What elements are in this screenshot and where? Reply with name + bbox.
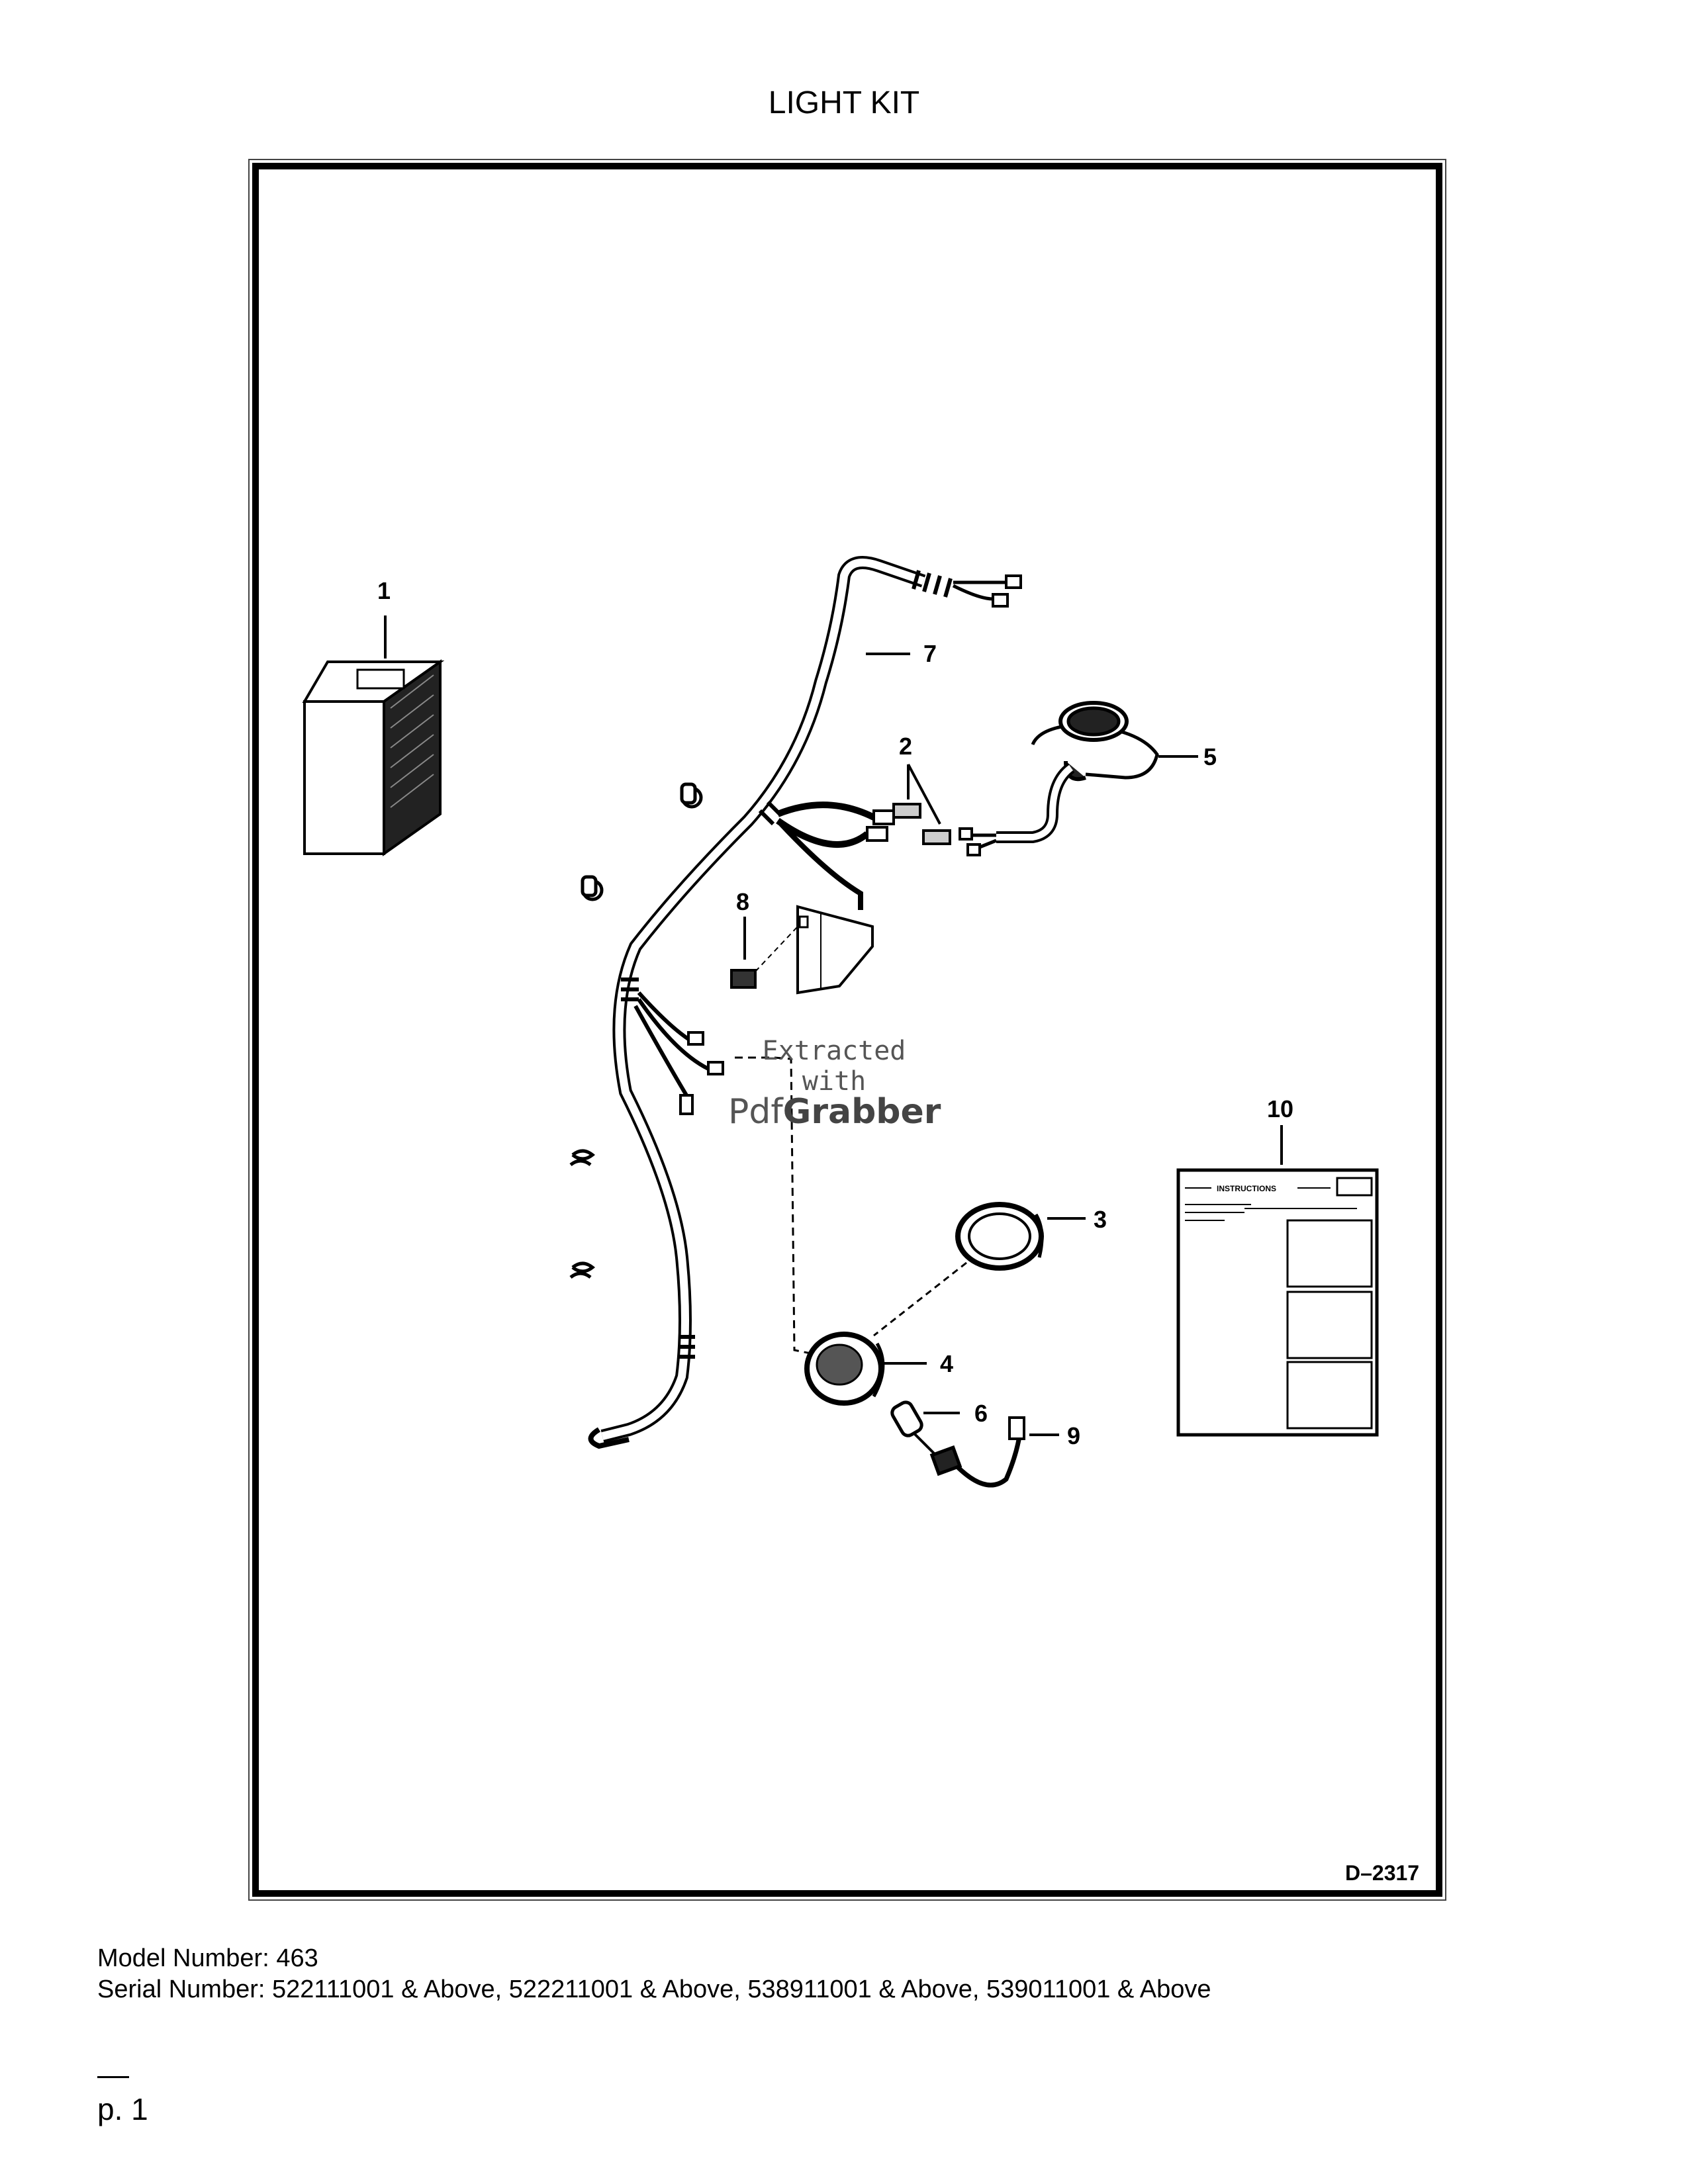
watermark-brand-prefix: Pdf (728, 1092, 783, 1132)
part-7-wire-harness (588, 556, 1022, 1449)
callout-10: 10 (1267, 1095, 1293, 1122)
watermark-brand: PdfGrabber (728, 1095, 941, 1129)
watermark-line-2: with (802, 1066, 867, 1097)
page-title: LIGHT KIT (768, 85, 920, 120)
callout-4: 4 (940, 1350, 953, 1377)
callout-7: 7 (923, 640, 937, 667)
page-number: p. 1 (97, 2092, 148, 2126)
serial-number: Serial Number: 522111001 & Above, 522211… (97, 1976, 1211, 2003)
part-5-work-light (959, 701, 1159, 856)
footer-rule (97, 2076, 129, 2078)
part-8-switch-bracket (730, 905, 874, 995)
model-number: Model Number: 463 (97, 1944, 318, 1972)
part-10-instructions-sheet (1176, 1168, 1379, 1437)
callout-1: 1 (377, 577, 391, 604)
watermark-line-1: Extracted (762, 1036, 906, 1066)
diagram-frame (252, 163, 1442, 1897)
drawing-id: D–2317 (1345, 1861, 1420, 1885)
instructions-sheet-heading: INSTRUCTIONS (1217, 1184, 1276, 1193)
callout-2: 2 (899, 733, 912, 760)
part-1-battery (302, 659, 445, 856)
callout-9: 9 (1067, 1422, 1080, 1449)
part-4-lamp (804, 1332, 885, 1406)
callout-6: 6 (974, 1400, 988, 1427)
part-2-connectors (892, 803, 951, 845)
callout-8: 8 (736, 888, 749, 915)
pdfgrabber-watermark: Extracted with PdfGrabber (728, 1036, 941, 1129)
part-9-pigtail (929, 1416, 1025, 1488)
watermark-brand-suffix: Grabber (782, 1092, 941, 1132)
harness-clips (569, 782, 703, 1279)
diagram-frame-outer (248, 159, 1446, 1901)
callout-5: 5 (1203, 743, 1217, 770)
callout-3: 3 (1094, 1206, 1107, 1233)
part-3-bezel (955, 1202, 1044, 1271)
part-6-socket (890, 1400, 960, 1457)
